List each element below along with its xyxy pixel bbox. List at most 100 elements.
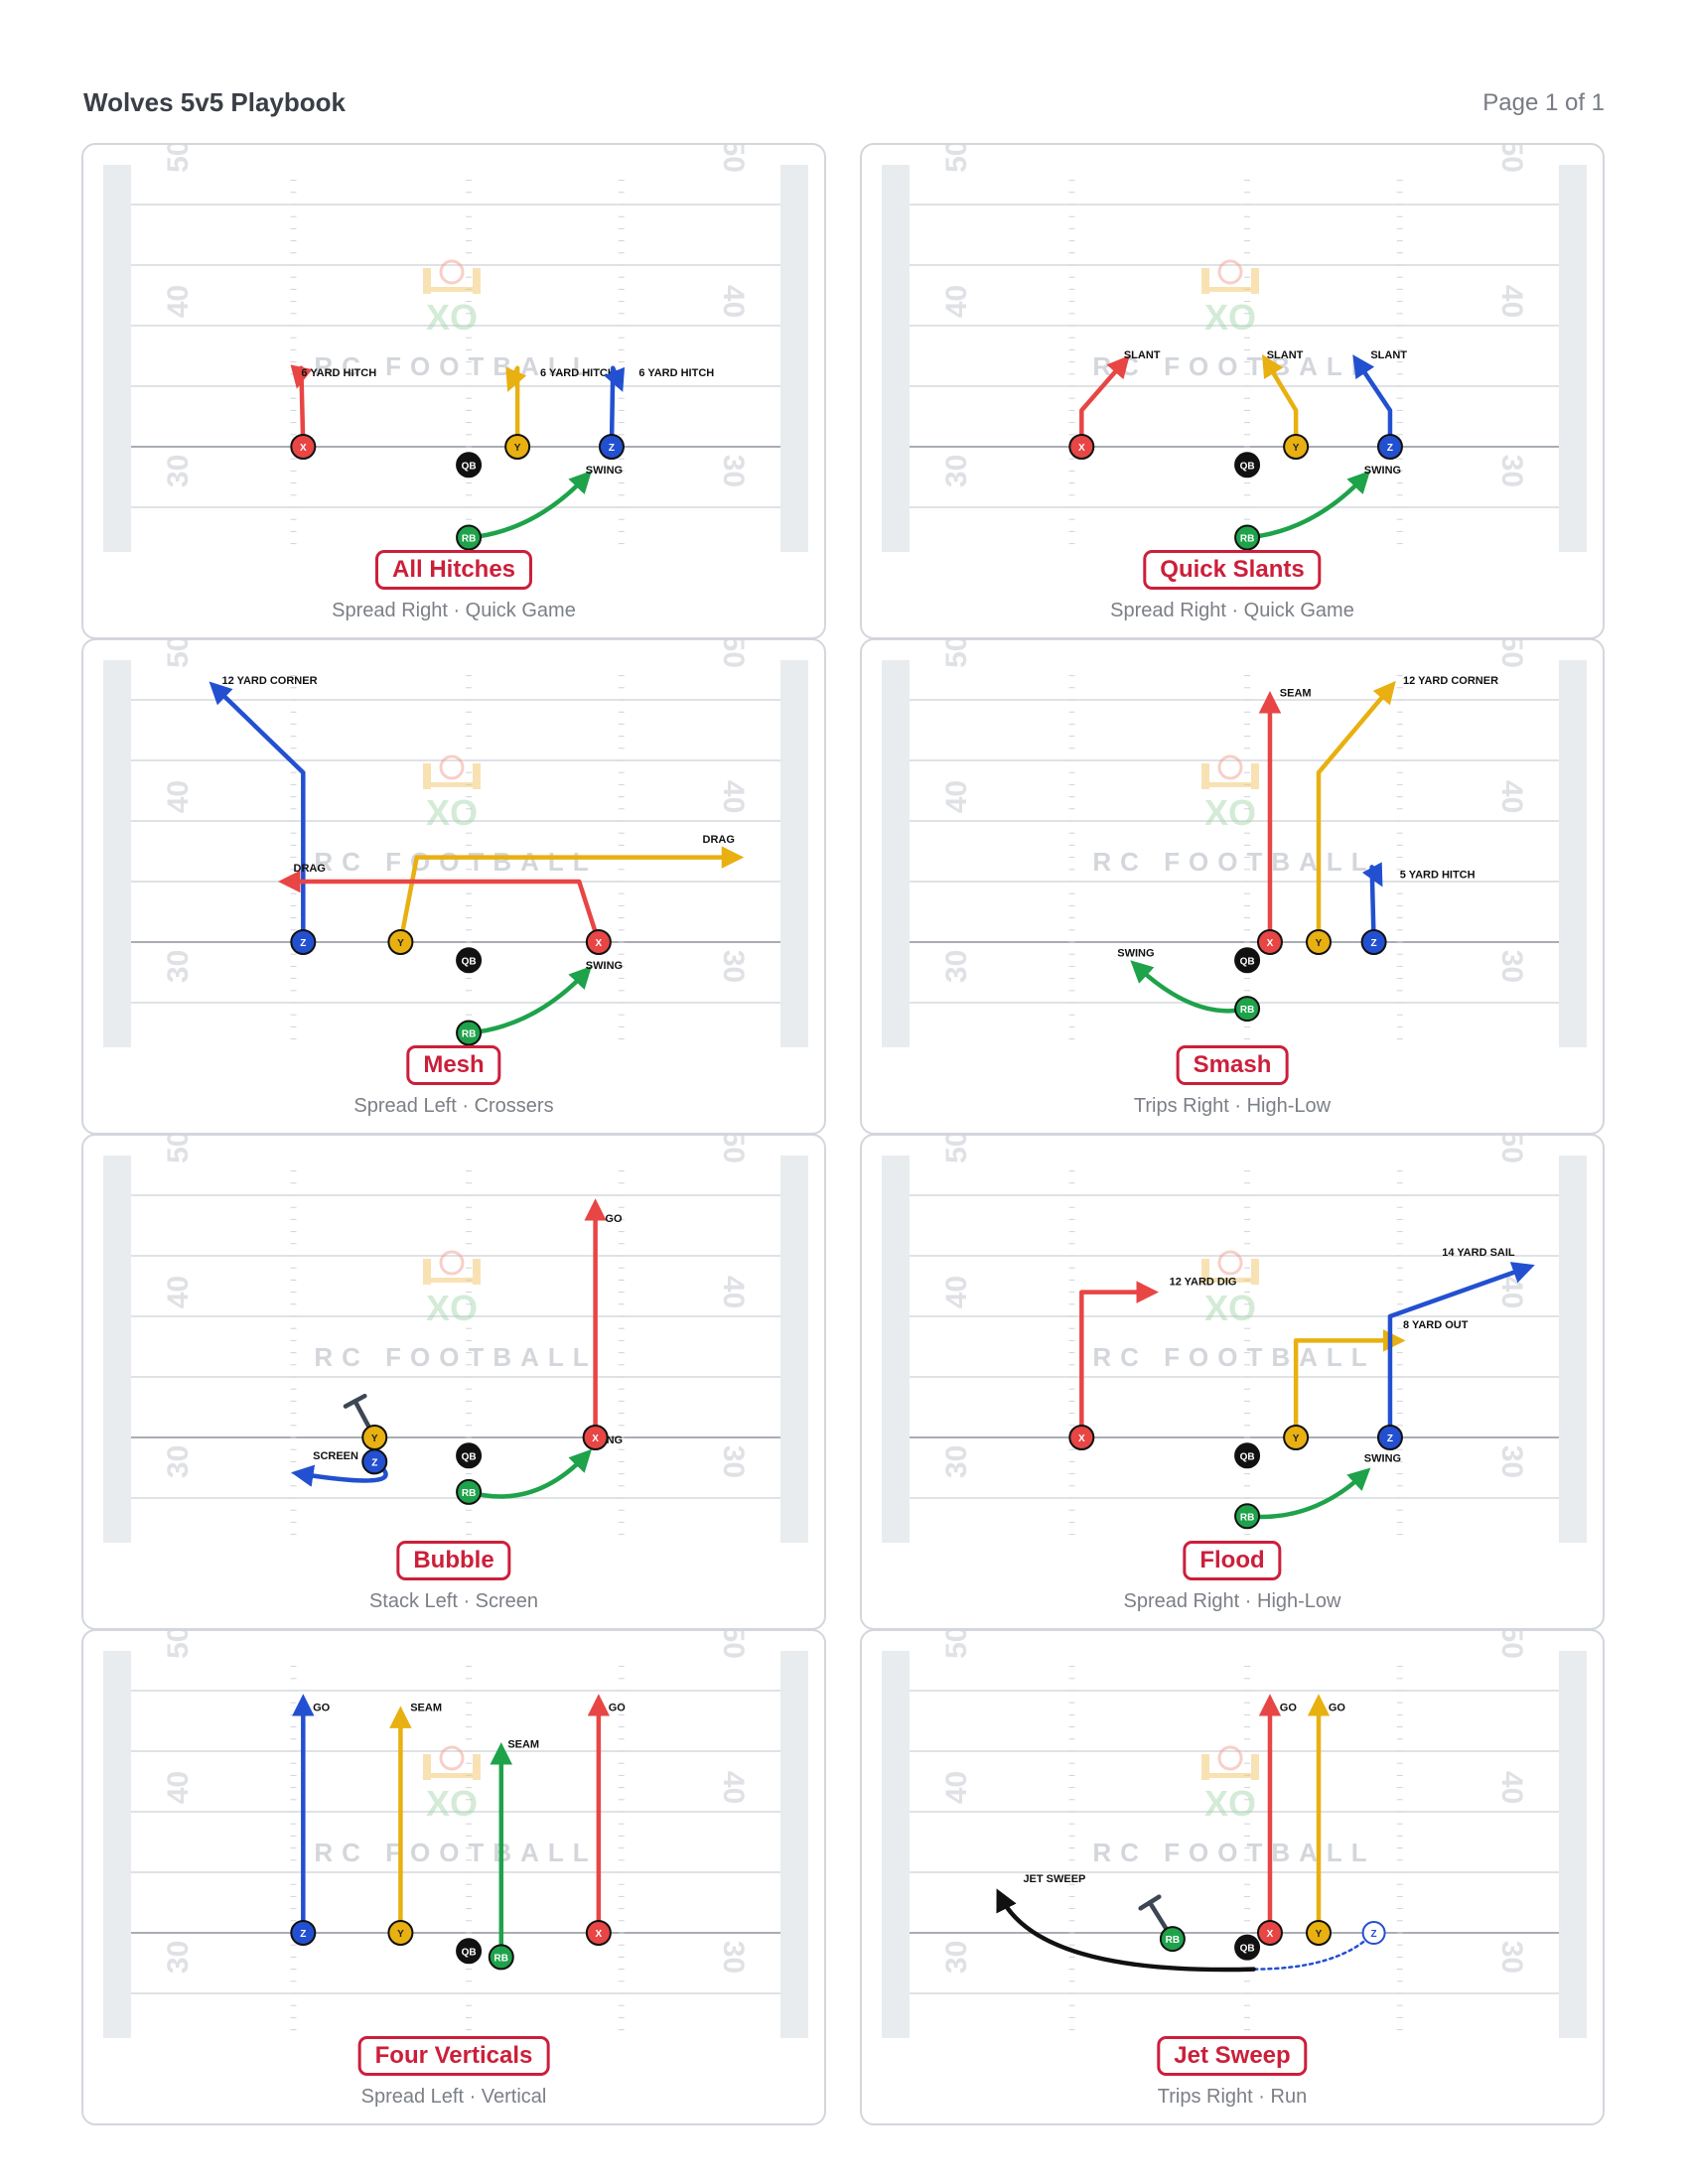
yard-number: 50 — [1495, 1631, 1528, 1659]
svg-text:RB: RB — [1240, 1005, 1254, 1016]
svg-text:Z: Z — [371, 1457, 377, 1468]
yard-number: 30 — [1495, 1445, 1528, 1478]
player-qb[interactable]: QB — [1234, 947, 1261, 974]
player-x[interactable]: X — [1256, 929, 1283, 955]
player-rb[interactable]: RB — [1234, 1503, 1261, 1530]
play-formation-category: Stack Left · Screen — [368, 1590, 539, 1612]
play-formation-category: Spread Left · Vertical — [360, 2086, 547, 2108]
watermark-logo-text: XO — [1204, 792, 1256, 833]
player-y[interactable]: Y — [1306, 1920, 1333, 1946]
field-surface — [882, 165, 1587, 552]
player-y[interactable]: Y — [1306, 929, 1333, 955]
svg-text:X: X — [1078, 1433, 1085, 1444]
sideline-left — [882, 165, 910, 552]
player-x[interactable]: X — [290, 434, 317, 460]
player-y[interactable]: Y — [387, 1920, 414, 1946]
player-x[interactable]: X — [1068, 434, 1095, 460]
route-path — [604, 365, 626, 450]
svg-text:QB: QB — [462, 461, 477, 472]
yard-number: 50 — [940, 640, 973, 668]
play-name: Smash — [1176, 1045, 1289, 1085]
player-qb[interactable]: QB — [456, 1938, 483, 1965]
sideline-right — [780, 660, 808, 1047]
player-rb[interactable]: RB — [456, 1020, 483, 1046]
watermark-text: RC FOOTBALL — [1092, 1838, 1375, 1867]
watermark-logo: XO — [1201, 1250, 1259, 1328]
yard-number: 40 — [1495, 285, 1528, 318]
player-rb[interactable]: RB — [456, 524, 483, 551]
route-path — [996, 1888, 1256, 1973]
player-qb[interactable]: QB — [456, 947, 483, 974]
player-rb[interactable]: RB — [456, 1478, 483, 1505]
player-x[interactable]: X — [1068, 1425, 1095, 1450]
watermark-logo-text: XO — [1204, 297, 1256, 338]
player-rb[interactable]: RB — [488, 1944, 514, 1971]
player-z[interactable]: Z — [1376, 1425, 1403, 1450]
player-qb[interactable]: QB — [1234, 1442, 1261, 1469]
svg-text:X: X — [1267, 1929, 1274, 1940]
player-z[interactable]: Z — [1361, 1921, 1386, 1945]
player-y[interactable]: Y — [1283, 1425, 1310, 1450]
svg-text:QB: QB — [1240, 1944, 1255, 1955]
player-y[interactable]: Y — [504, 434, 531, 460]
watermark-text: RC FOOTBALL — [314, 1838, 597, 1867]
play-name: Mesh — [406, 1045, 501, 1085]
player-x[interactable]: X — [1256, 1920, 1283, 1946]
yard-number: 40 — [940, 780, 973, 813]
sideline-right — [780, 1651, 808, 2038]
player-y[interactable]: Y — [1283, 434, 1310, 460]
player-rb[interactable]: RB — [1234, 524, 1261, 551]
player-x[interactable]: X — [585, 1920, 612, 1946]
play-name: Flood — [1183, 1541, 1282, 1580]
player-z[interactable]: Z — [361, 1448, 388, 1475]
watermark-logo: XO — [1201, 1745, 1259, 1824]
player-y[interactable]: Y — [361, 1425, 388, 1450]
yard-number: 30 — [940, 455, 973, 487]
yard-number: 50 — [940, 145, 973, 173]
yard-number: 50 — [1495, 640, 1528, 668]
route-label: SLANT — [1124, 349, 1161, 361]
yard-number: 30 — [717, 1445, 750, 1478]
player-z[interactable]: Z — [1360, 929, 1387, 955]
svg-text:Y: Y — [371, 1433, 378, 1444]
yard-number: 30 — [1495, 1941, 1528, 1974]
watermark-text: RC FOOTBALL — [1092, 1342, 1375, 1372]
player-y[interactable]: Y — [387, 929, 414, 955]
player-z[interactable]: Z — [598, 434, 625, 460]
svg-text:QB: QB — [1240, 461, 1255, 472]
player-qb[interactable]: QB — [1234, 1934, 1261, 1961]
player-qb[interactable]: QB — [456, 452, 483, 478]
yard-number: 50 — [1495, 1136, 1528, 1163]
player-z[interactable]: Z — [1376, 434, 1403, 460]
player-x[interactable]: X — [582, 1425, 609, 1450]
svg-text:X: X — [596, 1929, 603, 1940]
yard-number: 30 — [162, 950, 195, 983]
player-x[interactable]: X — [585, 929, 612, 955]
svg-text:X: X — [1078, 443, 1085, 454]
player-z[interactable]: Z — [290, 1920, 317, 1946]
svg-text:Z: Z — [1387, 1433, 1393, 1444]
player-rb[interactable]: RB — [1159, 1926, 1186, 1953]
svg-text:QB: QB — [462, 1451, 477, 1462]
player-rb[interactable]: RB — [1234, 996, 1261, 1023]
play-formation-category: Trips Right · Run — [1157, 2086, 1308, 2108]
route-label: SCREEN — [313, 1450, 358, 1462]
field-surface — [103, 165, 808, 552]
player-z[interactable]: Z — [290, 929, 317, 955]
svg-text:RB: RB — [494, 1953, 508, 1964]
route-label: SEAM — [410, 1703, 442, 1714]
yard-number: 30 — [940, 950, 973, 983]
yard-number: 40 — [162, 780, 195, 813]
player-qb[interactable]: QB — [1234, 452, 1261, 478]
svg-text:Y: Y — [1316, 1929, 1323, 1940]
player-qb[interactable]: QB — [456, 1442, 483, 1469]
